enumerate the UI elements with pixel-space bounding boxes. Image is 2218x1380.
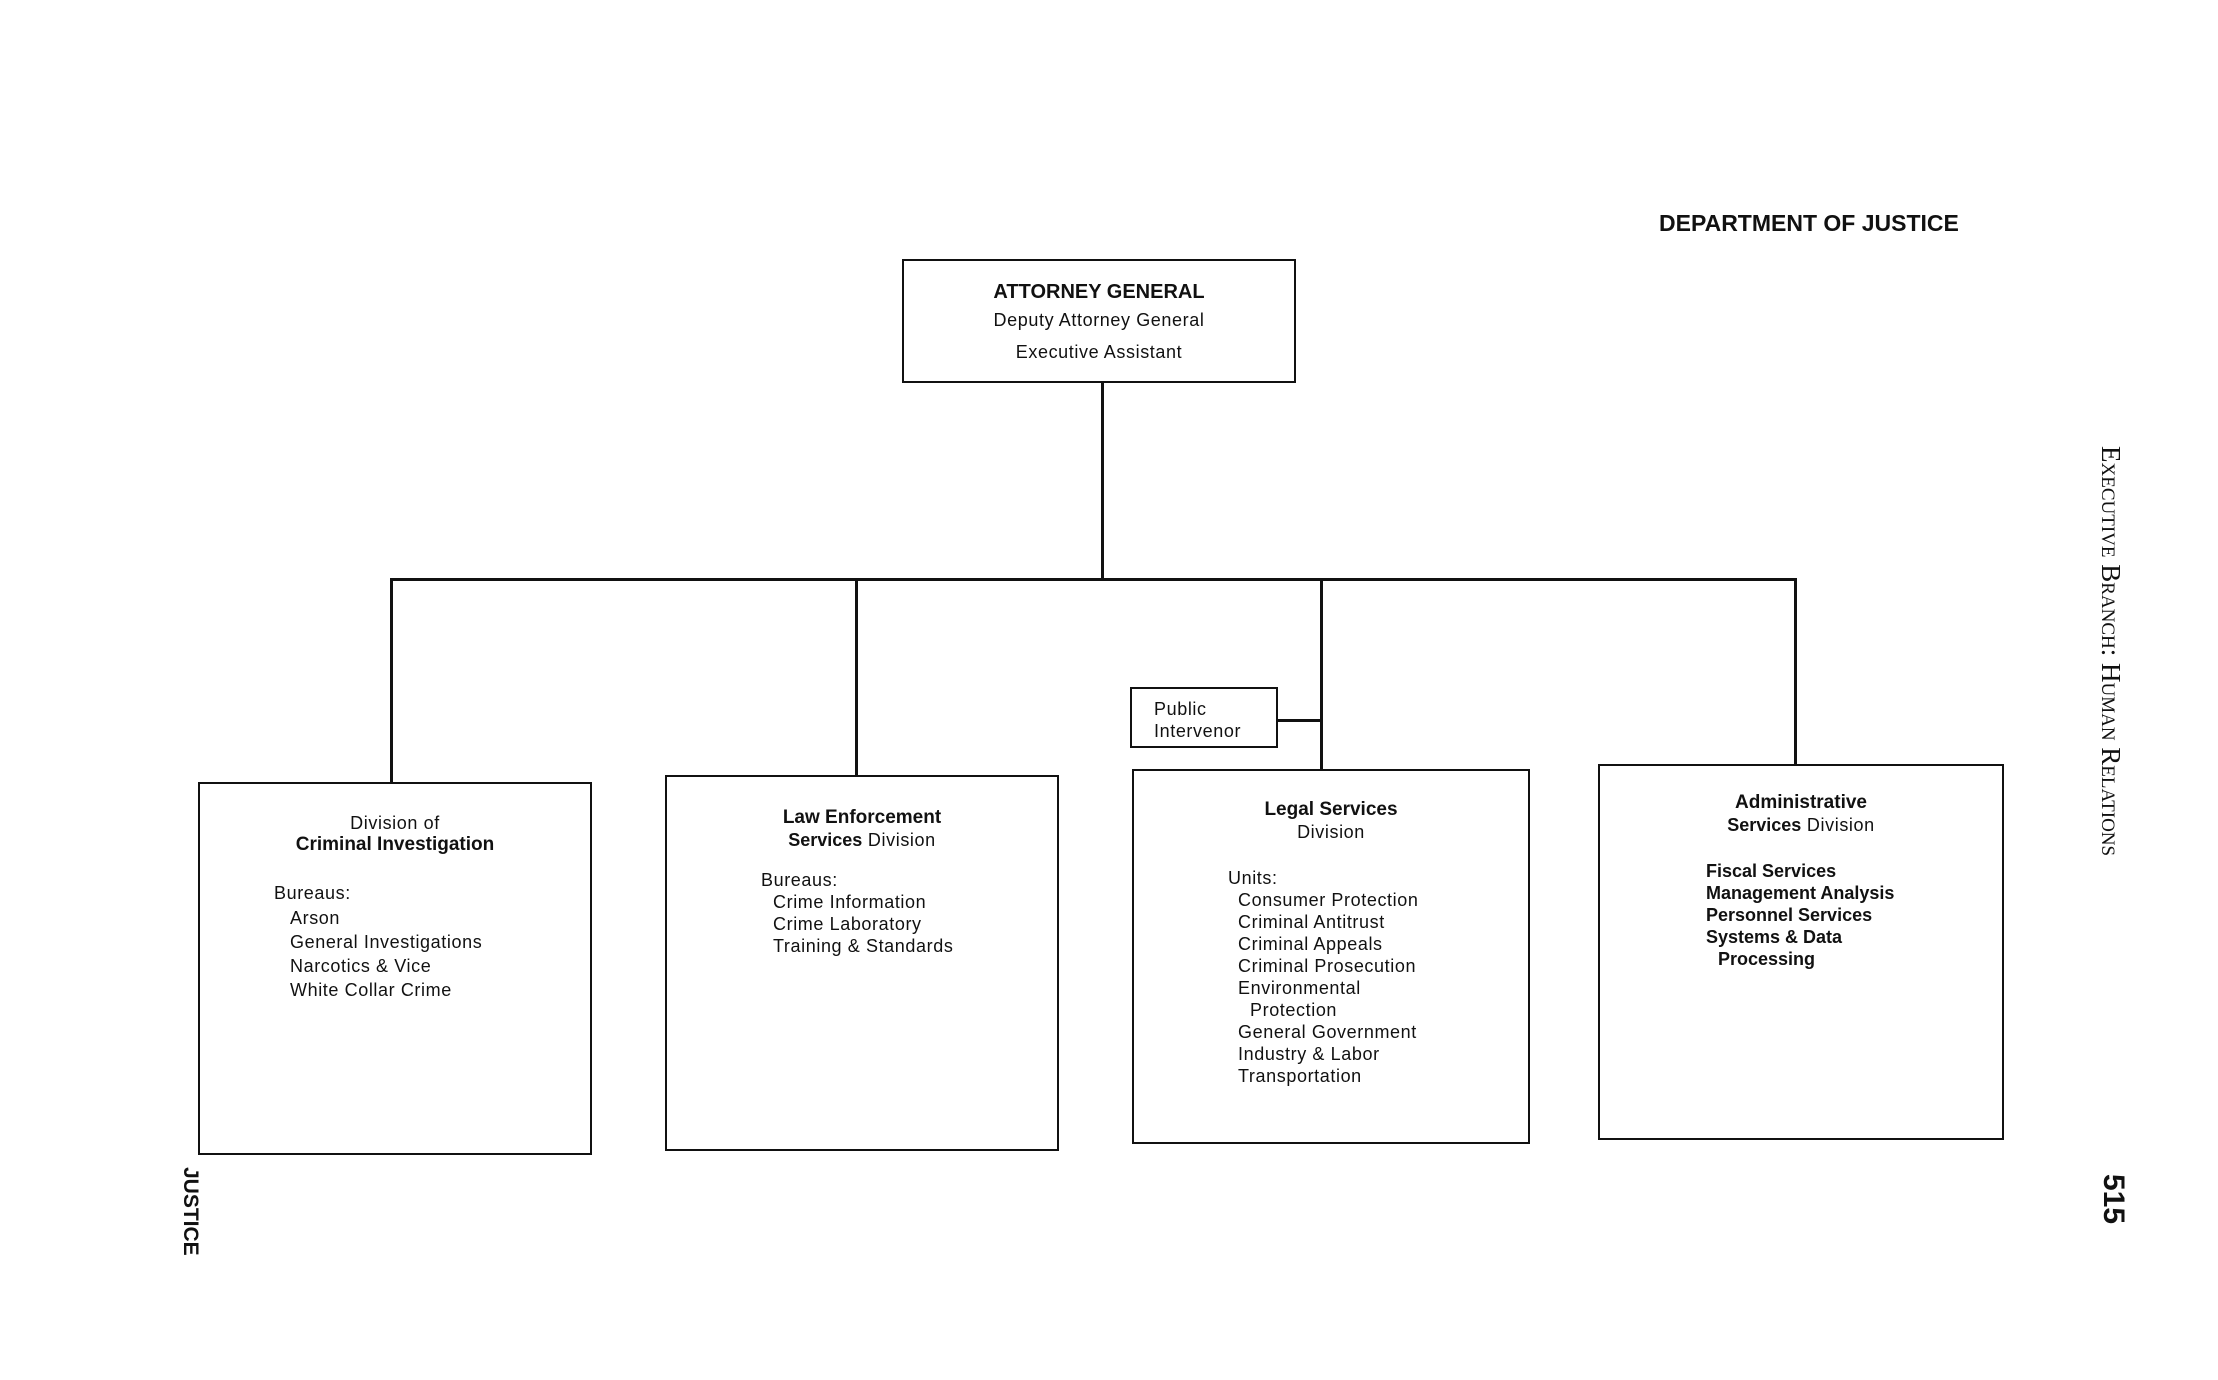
list-item: Management Analysis	[1706, 883, 1895, 903]
list-item: Narcotics & Vice	[290, 956, 432, 976]
page-number: 515	[2097, 1174, 2130, 1225]
list-label: Bureaus:	[274, 883, 351, 903]
deputy-attorney-general: Deputy Attorney General	[993, 310, 1205, 330]
list-item: Criminal Appeals	[1238, 934, 1383, 954]
division-name: Services Division	[667, 829, 1057, 851]
division-name-rest: Division	[1806, 815, 1875, 835]
division-legal-services: Legal Services Division Units: Consumer …	[1132, 769, 1530, 1144]
division-administrative-services: Administrative Services Division Fiscal …	[1598, 764, 2004, 1140]
list-item: General Investigations	[290, 932, 483, 952]
public-intervenor-box: Public Intervenor	[1130, 687, 1278, 748]
connector-line	[1101, 383, 1104, 581]
list-item: Consumer Protection	[1238, 890, 1419, 910]
list-item: Crime Laboratory	[773, 914, 922, 934]
list-item: Criminal Antitrust	[1238, 912, 1385, 932]
division-name: Law Enforcement	[782, 807, 942, 828]
list-item: Fiscal Services	[1706, 861, 1837, 881]
division-name: Division	[1297, 822, 1365, 842]
list-item: Systems & Data	[1706, 927, 1843, 947]
list-item: Industry & Labor	[1238, 1044, 1380, 1064]
list-item: Arson	[290, 908, 341, 928]
connector-line	[1277, 719, 1321, 722]
connector-line	[1320, 578, 1323, 770]
running-head: Executive Branch: Human Relations	[2096, 446, 2126, 857]
division-name: Services Division	[1600, 814, 2002, 836]
connector-line	[1794, 578, 1797, 765]
division-law-enforcement-services: Law Enforcement Services Division Bureau…	[665, 775, 1059, 1151]
division-name-rest: Division	[867, 830, 936, 850]
attorney-general-box: ATTORNEY GENERAL Deputy Attorney General…	[902, 259, 1296, 383]
list-item: White Collar Crime	[290, 980, 452, 1000]
list-item: Crime Information	[773, 892, 927, 912]
connector-line	[390, 578, 1796, 581]
section-label: JUSTICE	[179, 1167, 202, 1256]
division-name: Legal Services	[1264, 799, 1398, 820]
connector-line	[855, 578, 858, 776]
page-header: DEPARTMENT OF JUSTICE	[1659, 210, 1959, 236]
list-item: Protection	[1250, 1000, 1338, 1020]
list-label: Units:	[1228, 868, 1278, 888]
list-item: Processing	[1718, 949, 1816, 969]
list-item: Personnel Services	[1706, 905, 1873, 925]
list-item: Transportation	[1238, 1066, 1362, 1086]
division-name: Criminal Investigation	[295, 834, 495, 855]
list-item: Environmental	[1238, 978, 1361, 998]
list-item: General Government	[1238, 1022, 1417, 1042]
public-intervenor-label: Intervenor	[1154, 721, 1242, 741]
public-intervenor-label: Public	[1154, 699, 1207, 719]
division-name-bold: Services	[788, 830, 863, 850]
executive-assistant: Executive Assistant	[1015, 342, 1183, 362]
division-name: Administrative	[1735, 792, 1867, 813]
division-name-bold: Services	[1727, 815, 1802, 835]
list-label: Bureaus:	[761, 870, 838, 890]
connector-line	[390, 578, 393, 783]
division-name: Division of	[350, 813, 440, 833]
division-criminal-investigation: Division of Criminal Investigation Burea…	[198, 782, 592, 1155]
list-item: Training & Standards	[773, 936, 954, 956]
list-item: Criminal Prosecution	[1238, 956, 1417, 976]
attorney-general-title: ATTORNEY GENERAL	[993, 281, 1205, 303]
